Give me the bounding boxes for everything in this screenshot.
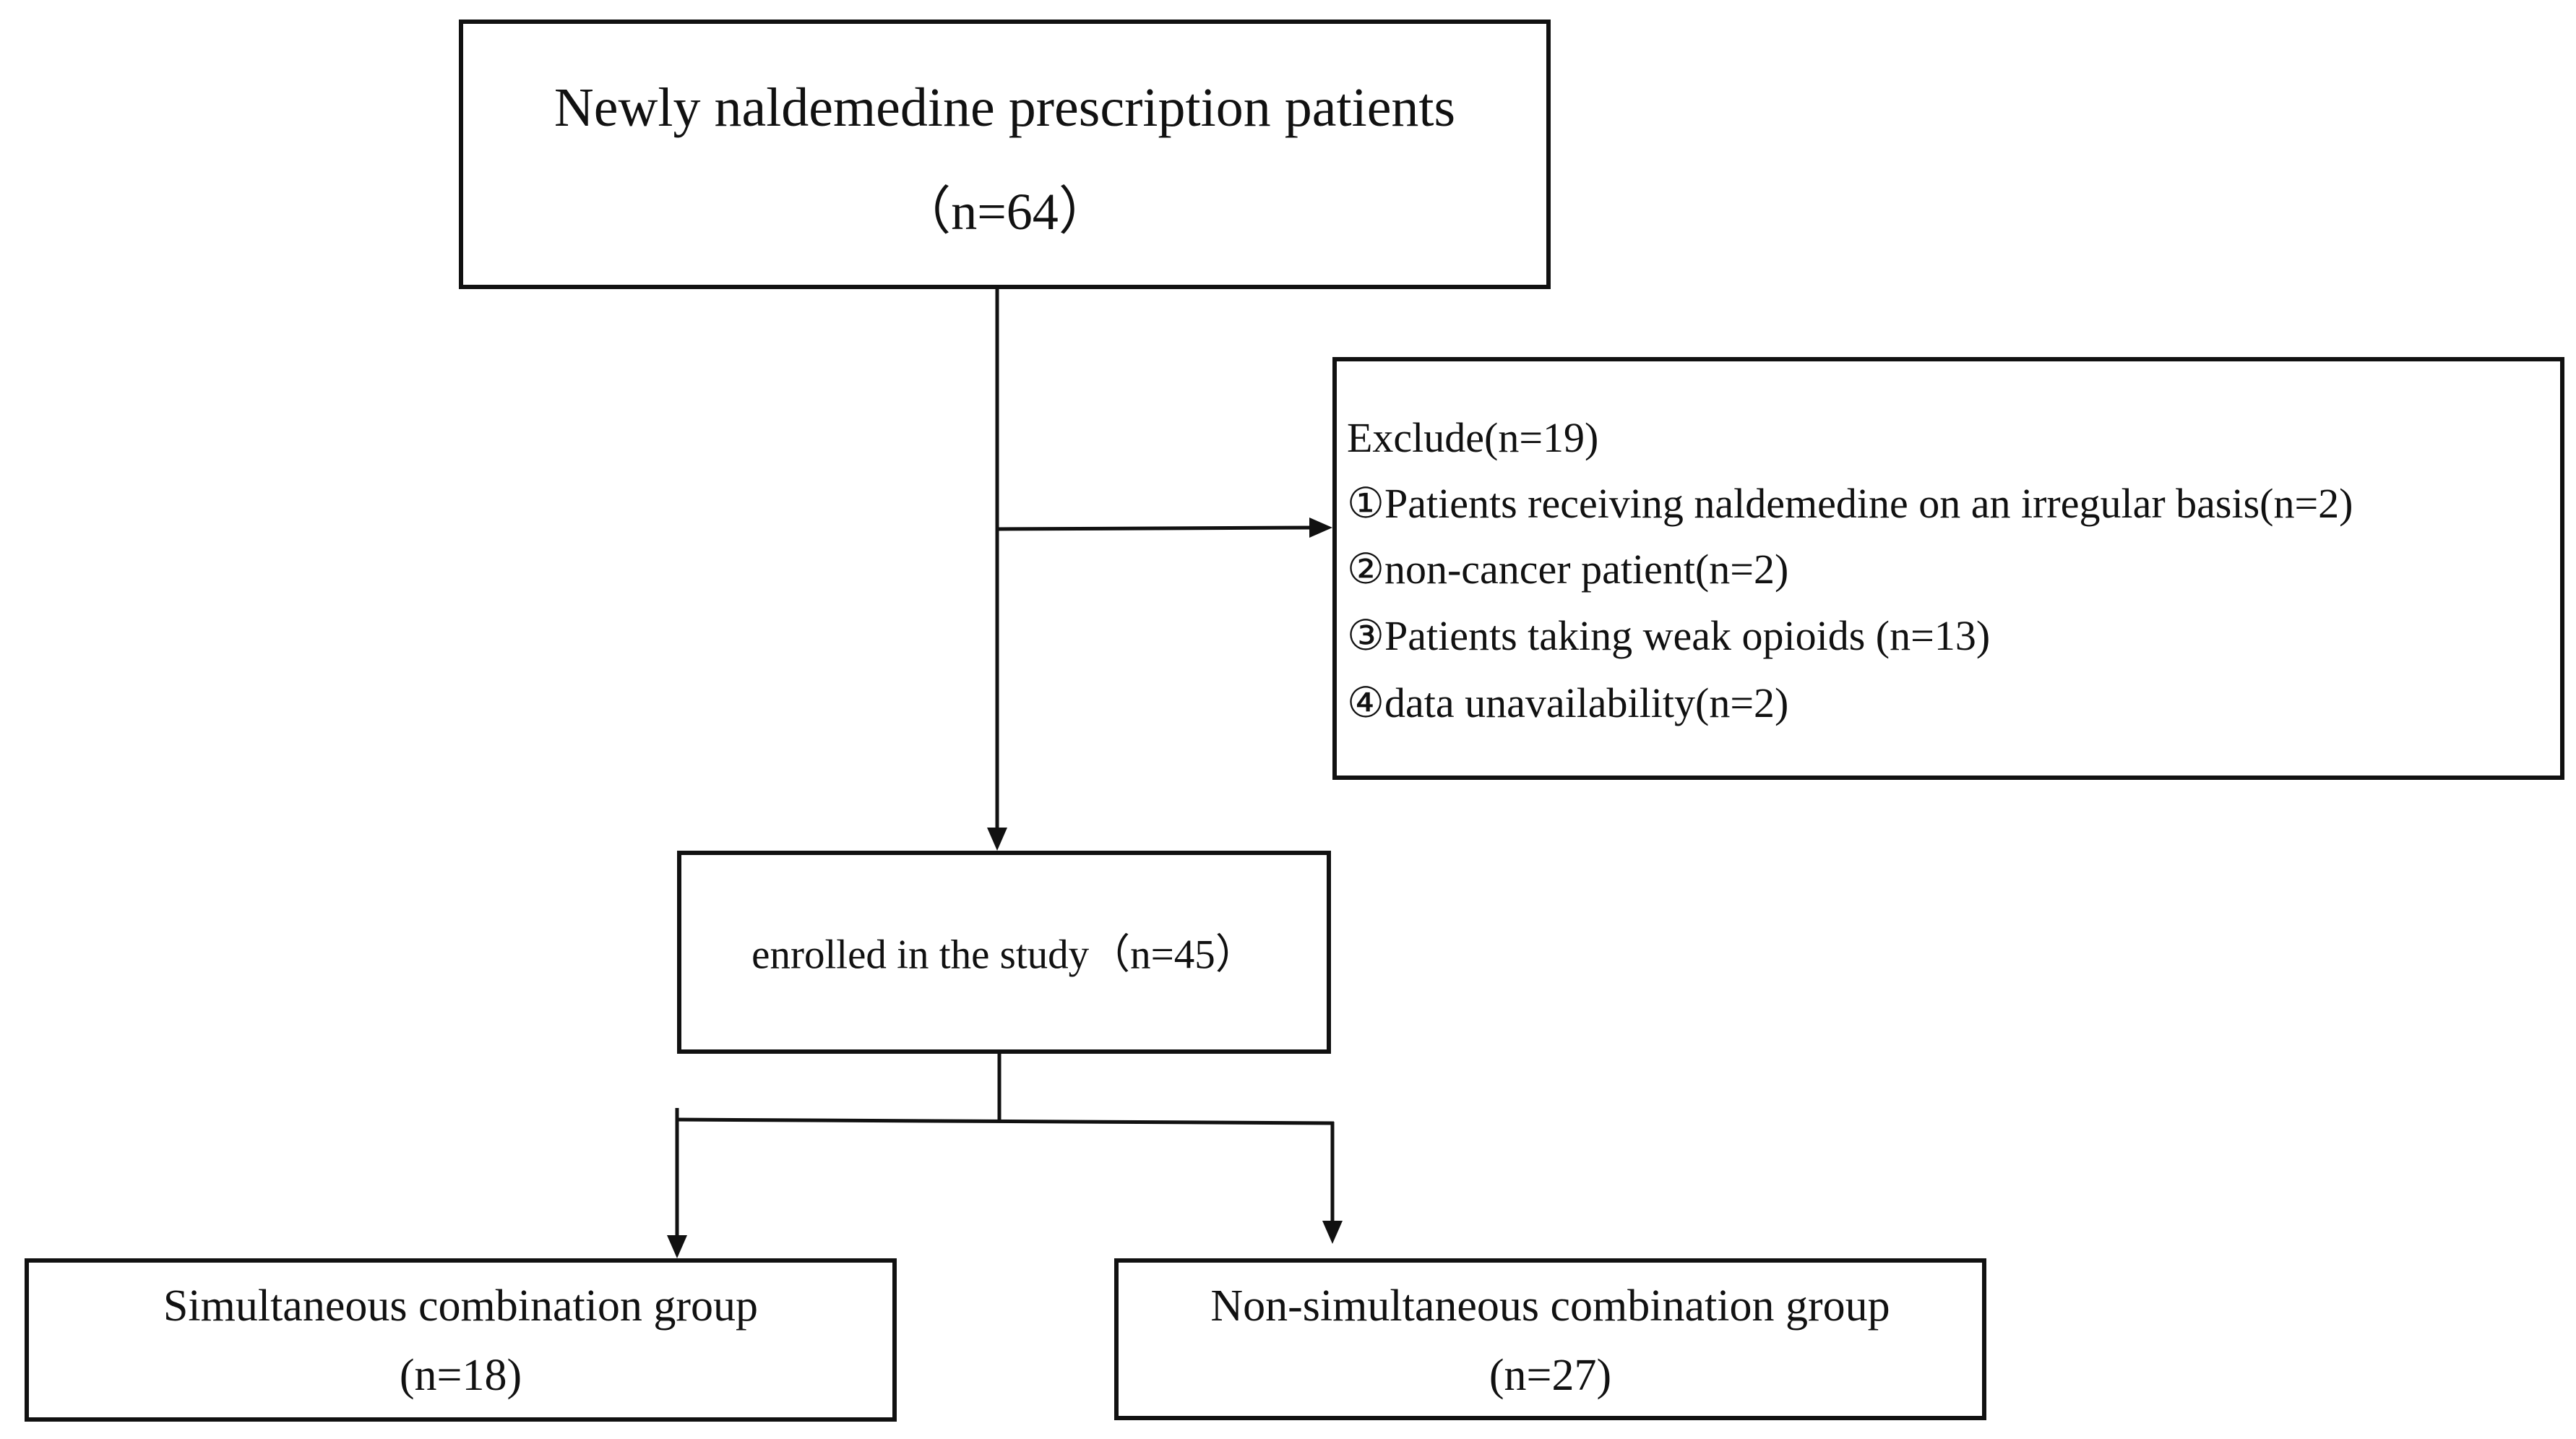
arrowhead-to-enrolled [987,828,1007,851]
group-count: (n=27) [1489,1351,1612,1400]
non-simultaneous-group-box: Non-simultaneous combination group (n=27… [1114,1258,1986,1420]
split-horizontal-connector [675,1117,1335,1125]
arrowhead-to-exclude [1309,517,1332,538]
initial-population-box: Newly naldemedine prescription patients … [459,20,1551,289]
group-count: (n=18) [399,1351,522,1400]
exclusion-box: Exclude(n=19) ①Patients receiving naldem… [1332,357,2564,780]
exclude-branch-connector [996,525,1313,531]
exclusion-item: ④data unavailability(n=2) [1347,679,1789,726]
exclusion-item: ①Patients receiving naldemedine on an ir… [1347,480,2353,527]
enrolled-box: enrolled in the study（n=45） [677,851,1331,1054]
initial-population-title: Newly naldemedine prescription patients [553,77,1456,138]
group-name: Simultaneous combination group [163,1281,759,1331]
exclusion-title: Exclude(n=19) [1347,414,1599,461]
enrolled-label: enrolled in the study（n=45） [751,932,1257,978]
exclusion-item: ③Patients taking weak opioids (n=13) [1347,612,1991,659]
group-name: Non-simultaneous combination group [1210,1281,1890,1331]
arrowhead-to-right-group [1322,1221,1343,1244]
arrowhead-to-left-group [667,1235,687,1258]
simultaneous-group-box: Simultaneous combination group (n=18) [25,1258,897,1422]
initial-population-count: （n=64） [899,183,1111,241]
exclusion-item: ②non-cancer patient(n=2) [1347,546,1789,593]
